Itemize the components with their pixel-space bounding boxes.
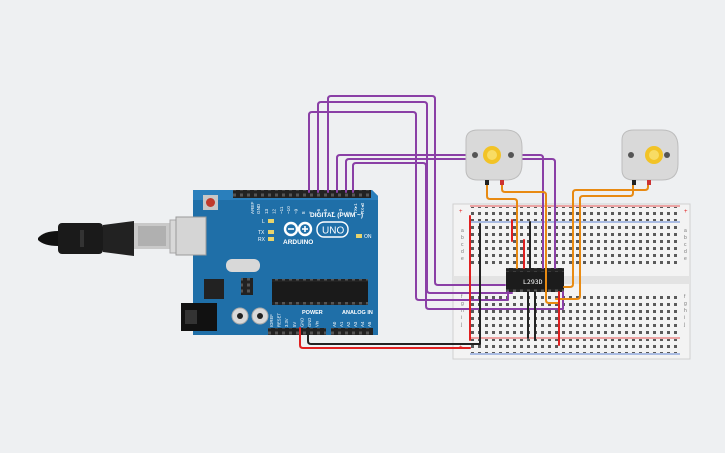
breadboard-row-letter: c xyxy=(461,242,464,248)
digital-pin-label: TX▸1 xyxy=(353,203,358,214)
aref-label: AREF xyxy=(250,202,255,214)
analog-pin-label: A3 xyxy=(353,321,358,327)
breadboard-row-letter: e xyxy=(461,256,464,262)
dc-motor-icon[interactable] xyxy=(621,129,679,185)
reset-button-icon[interactable] xyxy=(203,195,218,210)
breadboard-row-letter: d xyxy=(461,249,464,255)
digital-pin-label: ~11 xyxy=(279,206,284,214)
arduino-logo-icon xyxy=(283,221,313,237)
breadboard-row-letter: j xyxy=(460,322,462,328)
power-pin-label: GND xyxy=(307,318,312,327)
led-tx-label: TX xyxy=(258,230,265,236)
orange-wires xyxy=(486,182,649,304)
breadboard-row-letter: b xyxy=(684,235,687,241)
brand-label: ARDUINO xyxy=(283,239,313,246)
led-l-label: L xyxy=(262,219,265,225)
breadboard-row-letter: d xyxy=(684,249,687,255)
usb-chip xyxy=(204,279,224,299)
analog-label: ANALOG IN xyxy=(342,310,373,316)
power-pin-label: RESET xyxy=(277,313,282,327)
digital-pin-label: 8 xyxy=(301,211,306,214)
wires xyxy=(299,95,649,349)
ic-label: L293D xyxy=(523,278,543,286)
power-label: POWER xyxy=(302,310,323,316)
breadboard-row-letter: f xyxy=(461,294,463,300)
digital-pin-label: ~6 xyxy=(316,208,321,214)
led-on xyxy=(356,234,362,238)
breadboard-row-letter: a xyxy=(461,228,464,234)
gnd-label: GND xyxy=(256,203,261,214)
led-l xyxy=(268,219,274,223)
digital-pin-label: 13 xyxy=(264,208,269,214)
power-pin-label: 5V xyxy=(292,322,297,327)
model-label: UNO xyxy=(322,226,344,237)
power-pin-label: Vin xyxy=(315,320,320,327)
capacitors xyxy=(231,307,269,325)
power-pin-label: IOREF xyxy=(269,314,274,327)
breadboard-row-letter: i xyxy=(684,315,685,321)
model-badge xyxy=(316,221,349,238)
digital-pin-label: ~3 xyxy=(338,208,343,214)
microcontroller-chip xyxy=(272,282,368,302)
breadboard-row-letter: h xyxy=(461,308,464,314)
breadboard-row-letter: f xyxy=(684,294,686,300)
digital-pin-label: 12 xyxy=(271,208,276,214)
digital-pin-label: ~10 xyxy=(286,206,291,214)
analog-pin-label: A4 xyxy=(360,321,365,327)
digital-pin-label: 2 xyxy=(345,211,350,214)
breadboard-row-letter: i xyxy=(461,315,462,321)
power-pin-label: 3.3V xyxy=(284,318,289,327)
digital-pin-label: ~9 xyxy=(294,208,299,214)
l293d-chip[interactable]: L293D xyxy=(506,268,564,292)
breadboard-row-letter: g xyxy=(684,301,687,307)
breadboard-row-letter: j xyxy=(683,322,685,328)
breadboard-row-letter: h xyxy=(684,308,687,314)
rail-plus-top-right: + xyxy=(684,209,688,215)
digital-header[interactable] xyxy=(233,190,371,198)
dc-motor-icon[interactable] xyxy=(465,129,523,185)
power-pin-label: GND xyxy=(299,318,304,327)
breadboard-row-letter: g xyxy=(461,301,464,307)
analog-header[interactable] xyxy=(331,328,373,335)
digital-pin-label: ~5 xyxy=(323,208,328,214)
rail-plus-top: + xyxy=(459,209,463,215)
analog-pin-label: A1 xyxy=(339,321,344,327)
led-tx xyxy=(268,230,274,234)
digital-pin-label: 4 xyxy=(331,211,336,214)
purple-wires xyxy=(308,95,564,310)
black-wires xyxy=(307,221,536,345)
analog-pin-label: A5 xyxy=(367,321,372,327)
led-rx-label: RX xyxy=(258,237,266,243)
breadboard-row-letter: e xyxy=(684,256,687,262)
breadboard-row-letter: c xyxy=(684,242,687,248)
crystal xyxy=(226,259,260,272)
icsp-header xyxy=(241,278,253,295)
led-rx xyxy=(268,237,274,241)
red-wires xyxy=(299,215,560,349)
breadboard-row-letter: a xyxy=(684,228,687,234)
analog-pin-label: A2 xyxy=(346,321,351,327)
digital-pin-label: RX◂0 xyxy=(360,202,365,214)
digital-pin-label: 7 xyxy=(308,211,313,214)
power-header[interactable] xyxy=(268,328,326,335)
digital-label: DIGITAL (PWM ~) xyxy=(310,212,363,219)
analog-pin-label: A0 xyxy=(332,321,337,327)
breadboard-row-letter: b xyxy=(461,235,464,241)
on-label: ON xyxy=(364,234,372,240)
